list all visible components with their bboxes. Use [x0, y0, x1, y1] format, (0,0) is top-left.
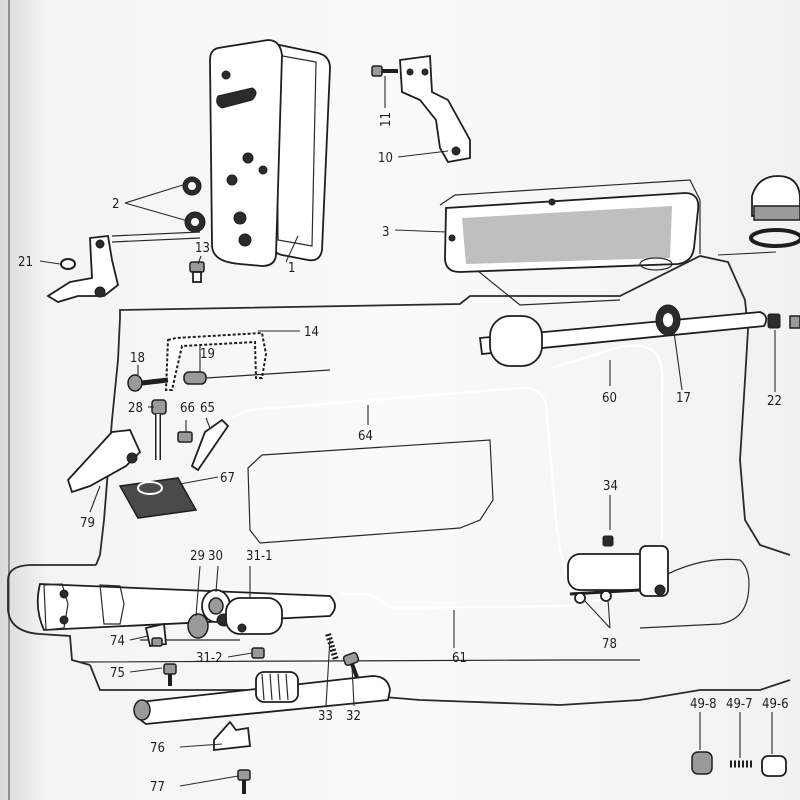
callout-19: 19	[200, 347, 215, 362]
callout-49-6: 49-6	[762, 697, 789, 712]
callout-17: 17	[676, 391, 691, 406]
callout-79: 79	[80, 516, 95, 531]
callout-21: 21	[18, 255, 33, 270]
face-plate-slot	[216, 87, 257, 109]
oil-tube-60	[551, 344, 663, 540]
callout-3: 3	[382, 225, 389, 240]
callout-77: 77	[150, 780, 165, 795]
callout-49-7: 49-7	[726, 697, 753, 712]
callout-75: 75	[110, 666, 125, 681]
callout-76: 76	[150, 741, 165, 756]
callout-34: 34	[603, 479, 618, 494]
screw-31-2	[251, 647, 265, 659]
callout-31-2: 31-2	[196, 651, 223, 666]
callout-64: 64	[358, 429, 373, 444]
bracket-10	[371, 54, 471, 163]
callout-2: 2	[112, 197, 119, 212]
callout-67: 67	[220, 471, 235, 486]
collar-22	[767, 313, 781, 329]
callout-60: 60	[602, 391, 617, 406]
lower-shaft-assembly	[36, 583, 360, 681]
callout-28: 28	[128, 401, 143, 416]
shaft-crank	[489, 315, 543, 367]
callout-74: 74	[110, 634, 125, 649]
feed-eccentric-31-1	[225, 597, 283, 635]
callout-61: 61	[452, 651, 467, 666]
callout-22: 22	[767, 394, 782, 409]
parts-49	[691, 751, 787, 777]
callout-66: 66	[180, 401, 195, 416]
oil-cap	[749, 175, 800, 248]
screw-13	[189, 261, 205, 283]
oil-tube-64	[224, 387, 573, 593]
needle-bar-linkage	[66, 331, 331, 519]
oil-pump-78	[567, 545, 669, 604]
callout-29: 29	[190, 549, 205, 564]
top-cover-3	[444, 192, 700, 273]
leader-lines	[39, 76, 777, 787]
callout-labels: 1 2 3 10 11 13 14 17 18 19 21 22 28 29 3…	[18, 112, 789, 795]
callout-78: 78	[602, 637, 617, 652]
rubber-plugs	[182, 176, 206, 233]
machine-arm-outline	[7, 179, 791, 706]
callout-1: 1	[288, 261, 295, 276]
screw-34	[602, 535, 614, 547]
small-parts	[144, 622, 251, 794]
callout-33: 33	[318, 709, 333, 724]
callout-65: 65	[200, 401, 215, 416]
callout-13: 13	[195, 241, 210, 256]
callout-10: 10	[378, 151, 393, 166]
upper-shaft	[478, 304, 800, 367]
callout-30: 30	[208, 549, 223, 564]
callout-18: 18	[130, 351, 145, 366]
callout-31-1: 31-1	[246, 549, 273, 564]
thread-guide-21	[46, 231, 201, 303]
callout-14: 14	[304, 325, 319, 340]
face-plate-group	[209, 39, 331, 267]
callout-11: 11	[379, 112, 394, 127]
callout-49-8: 49-8	[690, 697, 717, 712]
callout-32: 32	[346, 709, 361, 724]
